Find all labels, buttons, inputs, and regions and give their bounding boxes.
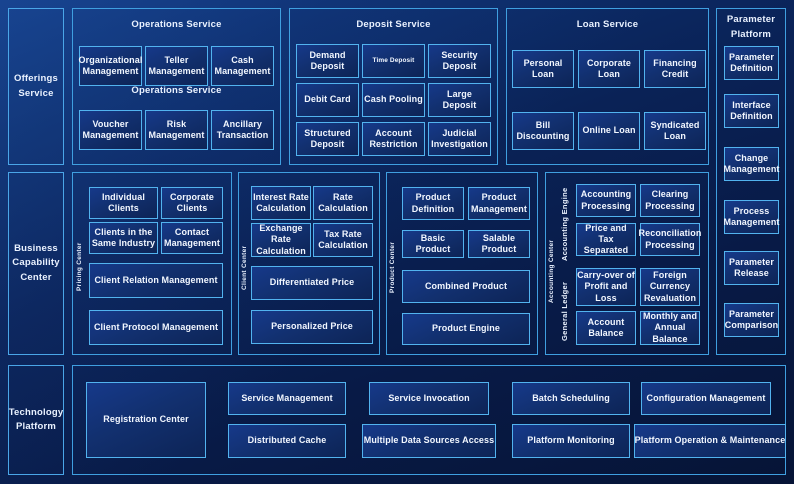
item-account-balance[interactable]: Account Balance <box>576 311 636 345</box>
group-product-center <box>386 172 538 355</box>
item-reconciliation-processing[interactable]: Reconciliation Processing <box>639 223 701 256</box>
item-corporate-loan[interactable]: Corporate Loan <box>578 50 640 88</box>
item-change-management[interactable]: Change Management <box>724 147 779 181</box>
item-cash-management[interactable]: Cash Management <box>211 46 274 86</box>
item-differentiated-price[interactable]: Differentiated Price <box>251 266 373 300</box>
item-cash-pooling[interactable]: Cash Pooling <box>362 83 425 117</box>
parameter-platform-title-line1: Parameter <box>726 14 776 25</box>
item-security-deposit[interactable]: Security Deposit <box>428 44 491 78</box>
item-risk-management[interactable]: Risk Management <box>145 110 208 150</box>
item-syndicated-loan[interactable]: Syndicated Loan <box>644 112 706 150</box>
item-configuration-management[interactable]: Configuration Management <box>641 382 771 415</box>
item-price-and-tax-separated[interactable]: Price and Tax Separated <box>576 223 636 256</box>
item-organizational-management[interactable]: Organizational Management <box>79 46 142 86</box>
item-teller-management[interactable]: Teller Management <box>145 46 208 86</box>
item-rate-calculation[interactable]: Rate Calculation <box>313 186 373 220</box>
item-financing-credit[interactable]: Financing Credit <box>644 50 706 88</box>
item-corporate-clients[interactable]: Corporate Clients <box>161 187 223 219</box>
item-combined-product[interactable]: Combined Product <box>402 270 530 303</box>
group-title-deposit-service: Deposit Service <box>356 19 431 30</box>
row-label-offerings-service: Offerings Service <box>8 8 64 165</box>
item-personalized-price[interactable]: Personalized Price <box>251 310 373 344</box>
item-judicial-investigation[interactable]: Judicial Investigation <box>428 122 491 156</box>
item-debit-card[interactable]: Debit Card <box>296 83 359 117</box>
row-label-business-capability-center: Business Capability Center <box>8 172 64 355</box>
item-salable-product[interactable]: Salable Product <box>468 230 530 258</box>
vertical-label-accounting-center: Accounting Center <box>548 239 555 303</box>
item-monthly-and-annual-balance[interactable]: Monthly and Annual Balance <box>640 311 700 345</box>
group-deposit-service <box>289 8 498 165</box>
item-parameter-definition[interactable]: Parameter Definition <box>724 46 779 80</box>
item-product-engine[interactable]: Product Engine <box>402 313 530 345</box>
item-client-relation-management[interactable]: Client Relation Management <box>89 263 223 298</box>
item-platform-operation-and-maintenance[interactable]: Platform Operation & Maintenance <box>634 424 786 458</box>
item-online-loan[interactable]: Online Loan <box>578 112 640 150</box>
item-product-definition[interactable]: Product Definition <box>402 187 464 220</box>
item-service-invocation[interactable]: Service Invocation <box>369 382 489 415</box>
item-platform-monitoring[interactable]: Platform Monitoring <box>512 424 630 458</box>
vertical-sublabel-accounting-engine: Accounting Engine <box>560 187 569 261</box>
item-clients-in-the-same-industry[interactable]: Clients in the Same Industry <box>89 222 158 254</box>
item-personal-loan[interactable]: Personal Loan <box>512 50 574 88</box>
group-title-operations-service: Operations Service <box>131 19 222 30</box>
item-clearing-processing[interactable]: Clearing Processing <box>640 184 700 217</box>
vertical-label-client-center: Client Center <box>241 245 248 291</box>
item-product-management[interactable]: Product Management <box>468 187 530 220</box>
group-parameter-platform <box>716 8 786 355</box>
item-interest-rate-calculation[interactable]: Interest Rate Calculation <box>251 186 311 220</box>
parameter-platform-title-line2: Platform <box>730 29 772 40</box>
vertical-sublabel-general-ledger: General Ledger <box>560 281 569 341</box>
item-basic-product[interactable]: Basic Product <box>402 230 464 258</box>
item-individual-clients[interactable]: Individual Clients <box>89 187 158 219</box>
item-service-management[interactable]: Service Management <box>228 382 346 415</box>
item-demand-deposit[interactable]: Demand Deposit <box>296 44 359 78</box>
item-foreign-currency-revaluation[interactable]: Foreign Currency Revaluation <box>640 268 700 306</box>
item-account-restriction[interactable]: Account Restriction <box>362 122 425 156</box>
group-client-center <box>238 172 380 355</box>
vertical-label-pricing-center: Pricing Center <box>76 242 83 292</box>
item-multiple-data-sources-access[interactable]: Multiple Data Sources Access <box>362 424 496 458</box>
group-subtitle-operations-service: Operations Service <box>131 85 222 96</box>
item-exchange-rate-calculation[interactable]: Exchange Rate Calculation <box>251 223 311 257</box>
item-distributed-cache[interactable]: Distributed Cache <box>228 424 346 458</box>
group-pricing-center <box>72 172 232 355</box>
item-parameter-comparison[interactable]: Parameter Comparison <box>724 303 779 337</box>
item-parameter-release[interactable]: Parameter Release <box>724 251 779 285</box>
item-bill-discounting[interactable]: Bill Discounting <box>512 112 574 150</box>
group-operations-service <box>72 8 281 165</box>
item-tax-rate-calculation[interactable]: Tax Rate Calculation <box>313 223 373 257</box>
item-contact-management[interactable]: Contact Management <box>161 222 223 254</box>
item-client-protocol-management[interactable]: Client Protocol Management <box>89 310 223 345</box>
item-registration-center[interactable]: Registration Center <box>86 382 206 458</box>
item-accounting-processing[interactable]: Accounting Processing <box>576 184 636 217</box>
group-loan-service <box>506 8 709 165</box>
group-accounting-center <box>545 172 709 355</box>
item-process-management[interactable]: Process Management <box>724 200 779 234</box>
item-time-deposit[interactable]: Time Deposit <box>362 44 425 78</box>
item-structured-deposit[interactable]: Structured Deposit <box>296 122 359 156</box>
item-large-deposit[interactable]: Large Deposit <box>428 83 491 117</box>
item-interface-definition[interactable]: Interface Definition <box>724 94 779 128</box>
vertical-label-product-center: Product Center <box>389 241 396 293</box>
row-label-technology-platform: Technology Platform <box>8 365 64 475</box>
item-carry-over-of-profit-and-loss[interactable]: Carry-over of Profit and Loss <box>576 268 636 306</box>
item-voucher-management[interactable]: Voucher Management <box>79 110 142 150</box>
group-title-loan-service: Loan Service <box>576 19 639 30</box>
group-technology-platform <box>72 365 786 475</box>
item-ancillary-transaction[interactable]: Ancillary Transaction <box>211 110 274 150</box>
item-batch-scheduling[interactable]: Batch Scheduling <box>512 382 630 415</box>
